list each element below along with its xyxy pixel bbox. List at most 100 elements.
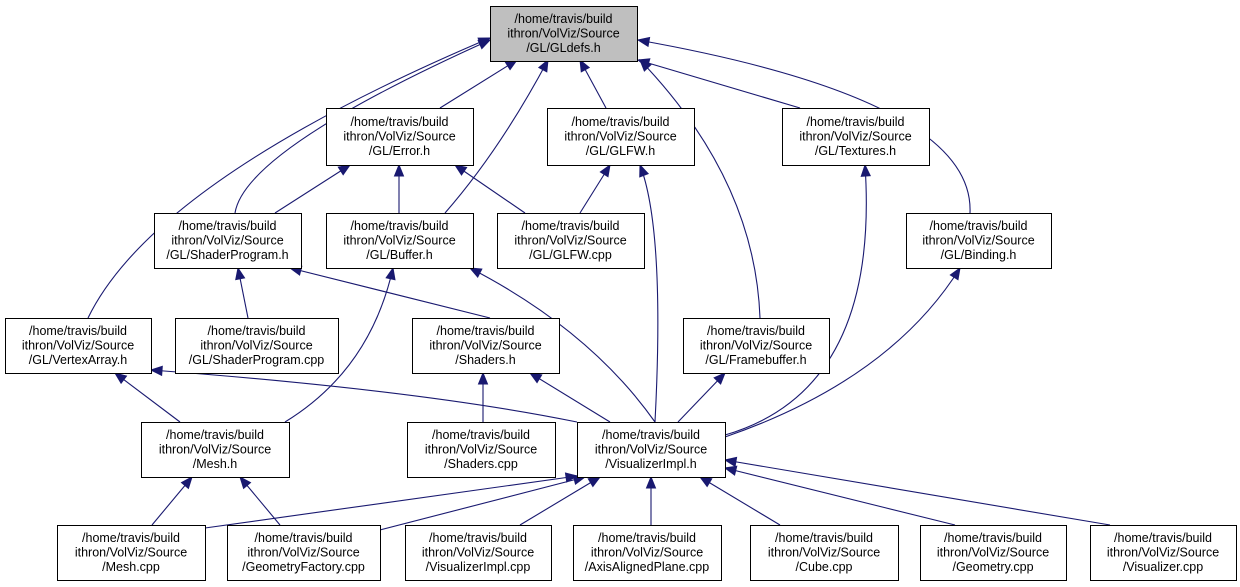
edge-visimpl_h-to-glfw_h [639, 163, 659, 423]
node-label-line: ithron/VolViz/Source [514, 234, 626, 248]
edge-line [637, 59, 801, 109]
edge-line [274, 164, 351, 214]
node-label-line: /GL/Buffer.h [366, 248, 433, 262]
node-label-line: /home/travis/build [1114, 531, 1212, 545]
arrowhead-icon [636, 36, 651, 48]
node-label-line: /AxisAlignedPlane.cpp [585, 560, 709, 574]
node-vertexarray[interactable]: /home/travis/buildithron/VolViz/Source/G… [5, 318, 152, 374]
node-box [497, 213, 645, 269]
node-visimpl_cpp[interactable]: /home/travis/buildithron/VolViz/Source/V… [405, 525, 552, 581]
edge-buffer-to-error [393, 163, 405, 213]
node-label-line: /VisualizerImpl.cpp [426, 560, 531, 574]
arrowhead-icon [393, 163, 405, 177]
edge-line [529, 372, 611, 423]
arrowhead-icon [587, 476, 602, 488]
node-label-line: /home/travis/build [255, 531, 353, 545]
node-label-line: ithron/VolViz/Source [171, 234, 283, 248]
node-shaderprogram_h[interactable]: /home/travis/buildithron/VolViz/Source/G… [154, 213, 302, 269]
node-label-line: /Geometry.cpp [952, 560, 1033, 574]
node-error[interactable]: /home/travis/buildithron/VolViz/Source/G… [326, 108, 474, 166]
node-label-line: ithron/VolViz/Source [429, 339, 541, 353]
edge-mesh_h-to-buffer [284, 266, 396, 423]
node-gldefs[interactable]: /home/travis/buildithron/VolViz/Source/G… [490, 6, 638, 62]
node-visimpl_h[interactable]: /home/travis/buildithron/VolViz/Source/V… [577, 422, 726, 478]
node-box [906, 213, 1052, 269]
node-label-line: ithron/VolViz/Source [564, 130, 676, 144]
edge-line [150, 369, 578, 423]
arrowhead-icon [698, 476, 713, 488]
edge-line [87, 37, 491, 319]
node-label-line: /GL/Error.h [369, 144, 430, 158]
node-label-line: ithron/VolViz/Source [75, 546, 187, 560]
node-geometry[interactable]: /home/travis/buildithron/VolViz/Source/G… [920, 525, 1067, 581]
edge-cube-to-visimpl_h [698, 476, 781, 526]
node-label-line: /home/travis/build [707, 324, 805, 338]
node-label-line: ithron/VolViz/Source [595, 443, 707, 457]
node-framebuffer[interactable]: /home/travis/buildithron/VolViz/Source/G… [683, 318, 830, 374]
node-glfw_h[interactable]: /home/travis/buildithron/VolViz/Source/G… [547, 108, 695, 166]
node-box [405, 525, 552, 581]
node-label-line: /Mesh.h [193, 457, 238, 471]
node-mesh_cpp[interactable]: /home/travis/buildithron/VolViz/Source/M… [57, 525, 206, 581]
node-label-line: /home/travis/build [432, 428, 530, 442]
edge-mesh_cpp-to-mesh_h [151, 475, 193, 526]
edge-line [204, 475, 578, 529]
node-label-line: ithron/VolViz/Source [922, 234, 1034, 248]
edge-buffer-to-gldefs [444, 58, 549, 214]
node-label-line: /home/travis/build [166, 428, 264, 442]
arrowhead-icon [645, 475, 657, 489]
node-box [141, 422, 290, 478]
edge-line [639, 164, 659, 423]
arrowhead-icon [468, 267, 483, 278]
node-label-line: /GL/GLdefs.h [526, 41, 600, 55]
edge-line [724, 459, 1111, 526]
arrowhead-icon [337, 164, 352, 176]
node-shaders_cpp[interactable]: /home/travis/buildithron/VolViz/Source/S… [407, 422, 556, 478]
arrowhead-icon [149, 365, 163, 377]
node-label-line: ithron/VolViz/Source [200, 339, 312, 353]
node-box [920, 525, 1067, 581]
node-label-line: ithron/VolViz/Source [247, 546, 359, 560]
node-mesh_h[interactable]: /home/travis/buildithron/VolViz/Source/M… [141, 422, 290, 478]
node-label-line: ithron/VolViz/Source [343, 130, 455, 144]
arrowhead-icon [477, 37, 492, 48]
node-shaderprogram_cpp[interactable]: /home/travis/buildithron/VolViz/Source/G… [175, 318, 339, 374]
node-label-line: /home/travis/build [29, 324, 127, 338]
edge-error-to-gldefs [439, 59, 519, 109]
edge-line [469, 267, 656, 423]
node-box [5, 318, 152, 374]
node-label-line: /home/travis/build [351, 219, 449, 233]
node-label-line: /home/travis/build [437, 324, 535, 338]
arrowhead-icon [453, 164, 468, 176]
arrowhead-icon [639, 59, 652, 72]
arrowhead-icon [579, 58, 591, 73]
node-box [407, 422, 556, 478]
node-glfw_cpp[interactable]: /home/travis/buildithron/VolViz/Source/G… [497, 213, 645, 269]
edge-line [724, 467, 956, 526]
node-geomfactory[interactable]: /home/travis/buildithron/VolViz/Source/G… [227, 525, 381, 581]
node-shaders_h[interactable]: /home/travis/buildithron/VolViz/Source/S… [412, 318, 560, 374]
arrowhead-icon [639, 163, 650, 178]
node-buffer[interactable]: /home/travis/buildithron/VolViz/Source/G… [326, 213, 474, 269]
edge-shaders_cpp-to-shaders_h [477, 371, 489, 422]
node-label-line: /home/travis/build [208, 324, 306, 338]
node-visualizer[interactable]: /home/travis/buildithron/VolViz/Source/V… [1090, 525, 1237, 581]
edge-shaderprogram_h-to-error [274, 164, 352, 214]
node-box [412, 318, 560, 374]
edge-line [379, 476, 586, 531]
edge-line [519, 476, 601, 526]
node-textures[interactable]: /home/travis/buildithron/VolViz/Source/G… [782, 108, 930, 166]
node-axisplane[interactable]: /home/travis/buildithron/VolViz/Source/A… [573, 525, 722, 581]
node-cube[interactable]: /home/travis/buildithron/VolViz/Source/C… [750, 525, 899, 581]
edge-visimpl_h-to-framebuffer [677, 372, 726, 423]
node-box [683, 318, 830, 374]
node-label-line: ithron/VolViz/Source [1107, 546, 1219, 560]
node-box [577, 422, 726, 478]
node-label-line: /home/travis/build [598, 531, 696, 545]
node-box [154, 213, 302, 269]
node-label-line: /GL/Textures.h [815, 144, 896, 158]
node-label-line: /Mesh.cpp [102, 560, 160, 574]
node-box [326, 108, 474, 166]
node-binding[interactable]: /home/travis/buildithron/VolViz/Source/G… [906, 213, 1052, 269]
